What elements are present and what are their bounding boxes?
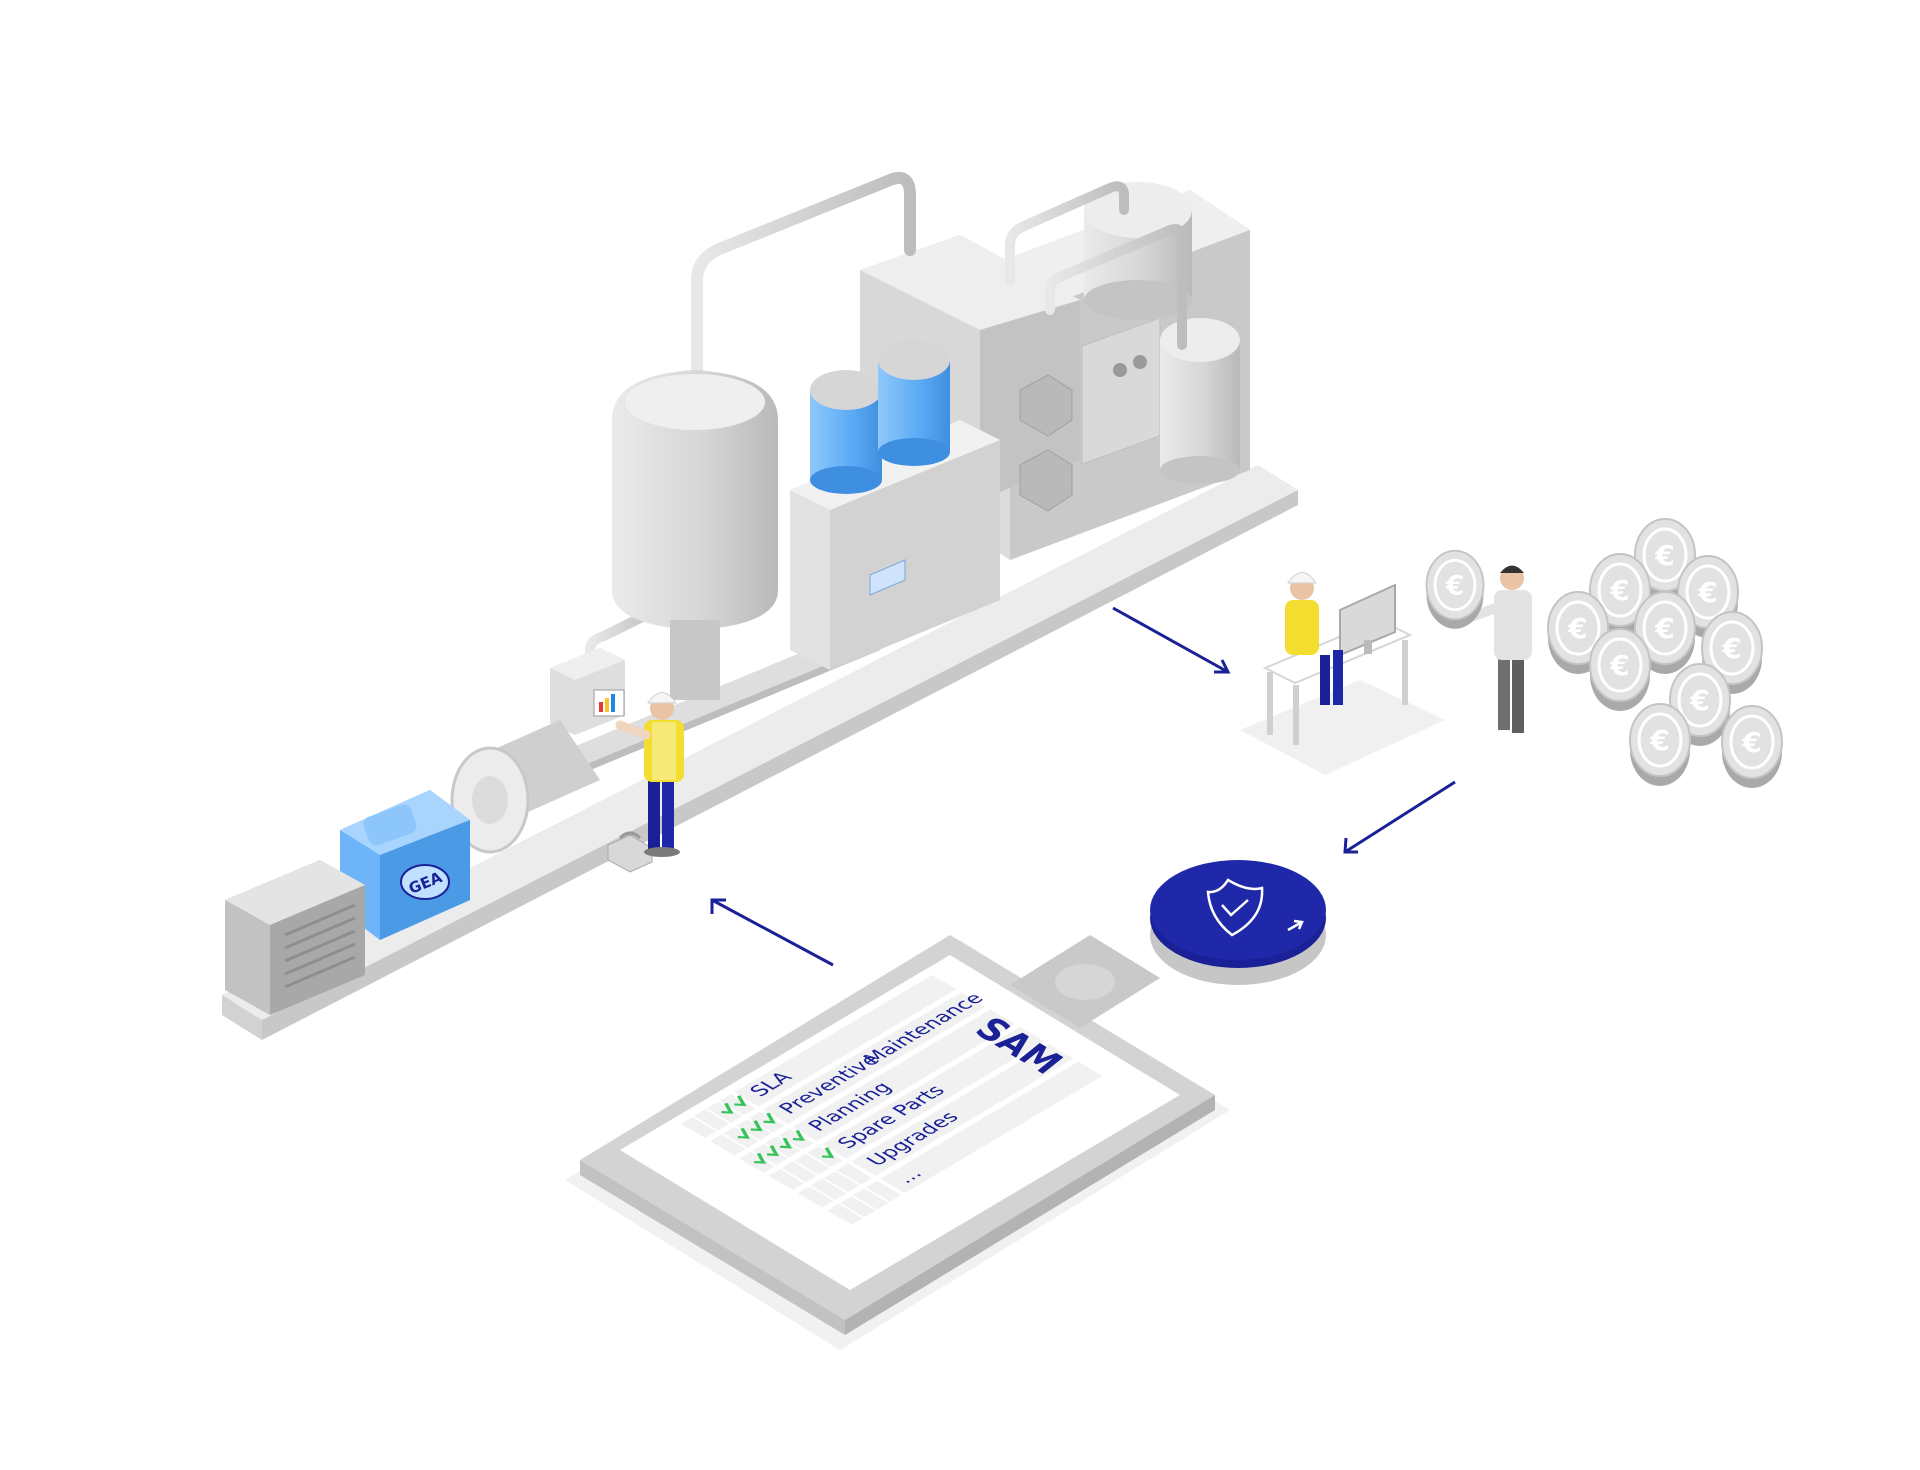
check-icon — [779, 1137, 793, 1149]
svg-text:€: € — [1654, 612, 1674, 645]
blue-tank-1 — [810, 370, 882, 494]
arrow-icon — [710, 898, 834, 967]
euro-coin-icon: € — [1588, 627, 1652, 713]
cabinet-display — [869, 559, 906, 596]
checklist-row: ... — [827, 1061, 1103, 1225]
electric-motor — [225, 860, 365, 1015]
euro-coin-icon: € — [1628, 702, 1692, 788]
office-desk-scene — [1240, 572, 1445, 775]
filter-cap-2 — [1019, 449, 1073, 512]
svg-text:€: € — [1649, 724, 1669, 757]
check-icon — [754, 1153, 767, 1164]
control-panel — [550, 648, 625, 735]
filter-cap-1 — [1019, 374, 1073, 437]
gea-logo — [400, 864, 450, 900]
euro-coin-icon: € — [1633, 590, 1697, 676]
arrow-icon — [1112, 606, 1231, 674]
rear-tank-2 — [1160, 318, 1240, 484]
toolbox — [607, 831, 653, 873]
euro-coin-icon: € — [1676, 554, 1740, 640]
desk-floor — [1240, 680, 1445, 775]
svg-text:€: € — [1654, 539, 1674, 572]
euro-coin-icon: € — [1425, 549, 1485, 631]
svg-text:€: € — [1445, 571, 1465, 602]
svg-text:€: € — [1741, 726, 1761, 759]
machine-base-top — [222, 465, 1298, 1020]
service-badge — [1150, 860, 1326, 985]
check-icon — [766, 1145, 780, 1157]
production-line: GEA — [222, 171, 1298, 1040]
svg-text:€: € — [1721, 632, 1741, 665]
check-icon — [737, 1128, 750, 1139]
pipe-network — [585, 171, 1187, 685]
gea-pump: GEA — [340, 790, 470, 940]
svg-text:€: € — [1697, 576, 1717, 609]
field-worker — [615, 692, 684, 857]
svg-text:€: € — [1609, 574, 1629, 607]
shield-check-icon — [1206, 878, 1304, 937]
manager-with-coin: € — [1425, 549, 1532, 733]
blue-tank-2 — [878, 340, 950, 466]
machine-base-side — [262, 490, 1298, 1040]
check-icon — [734, 1095, 747, 1107]
rear-tank-1 — [1084, 182, 1192, 320]
check-icon — [750, 1120, 763, 1132]
main-tank — [612, 370, 778, 700]
euro-coin-icon: € — [1720, 704, 1784, 790]
conveyor-drum — [450, 720, 600, 854]
euro-coin-icon: € — [1700, 610, 1764, 696]
svg-text:€: € — [1689, 684, 1709, 717]
euro-coin-icon: € — [1668, 662, 1732, 748]
euro-coin-icon: € — [1588, 552, 1652, 638]
arrow-icon — [1343, 780, 1456, 854]
coin-stack: €€€€€€€€€€ — [1546, 517, 1784, 790]
cycle-arrows — [710, 606, 1456, 967]
svg-text:€: € — [1609, 649, 1629, 682]
svg-text:€: € — [1567, 612, 1587, 645]
check-icon — [763, 1112, 776, 1124]
monitor — [1339, 583, 1396, 657]
euro-coin-icon: € — [1633, 517, 1697, 603]
check-icon — [721, 1103, 734, 1114]
check-icon — [821, 1147, 835, 1159]
euro-coin-icon: € — [1546, 590, 1610, 676]
check-icon — [792, 1130, 805, 1141]
